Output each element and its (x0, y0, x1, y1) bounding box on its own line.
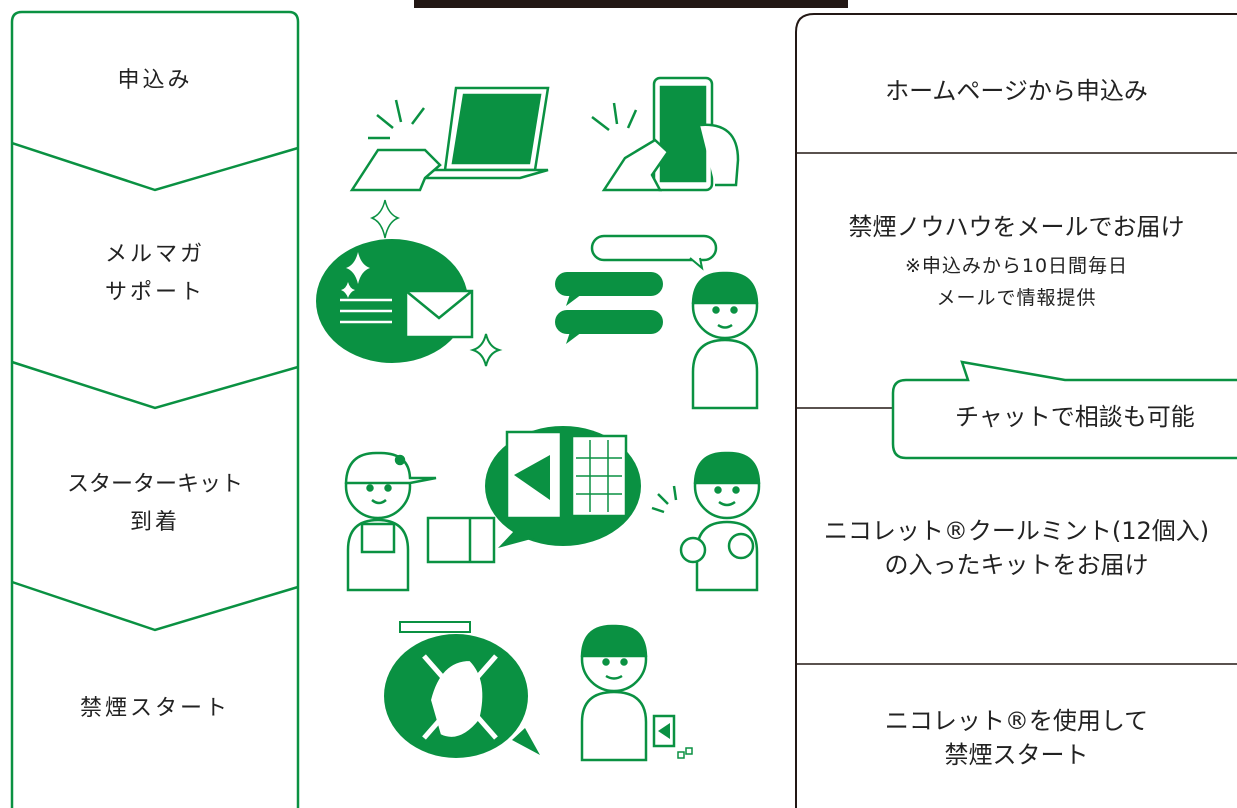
step-flow-outline (10, 10, 300, 808)
step-kit-arrival-label-2: 到着 (129, 510, 180, 535)
step-divider-1 (11, 141, 299, 192)
detail-start-line-2: 禁煙スタート (944, 741, 1089, 769)
laptop-icon (349, 86, 550, 192)
package-icon (426, 516, 496, 564)
detail-apply: ホームページから申込み (796, 74, 1237, 108)
detail-kit-line-2: の入ったキットをお届け (884, 551, 1149, 579)
top-header-bar (414, 0, 848, 8)
step-kit-arrival-label-1: スターターキット (66, 472, 243, 497)
person-icon (691, 271, 759, 410)
detail-kit-line-1: ニコレット®クールミント(12個入) (823, 517, 1210, 545)
detail-start-line-1: ニコレット®を使用して (884, 707, 1149, 735)
step-apply: 申込み (12, 62, 298, 100)
no-smoking-icon (384, 621, 540, 758)
step-mail-support: メルマガ サポート (12, 236, 298, 312)
gum-kit-icon (485, 426, 641, 548)
chat-speech-bubble (891, 360, 1237, 460)
step-mail-support-label-2: サポート (104, 280, 205, 305)
detail-kit: ニコレット®クールミント(12個入) の入ったキットをお届け (796, 514, 1237, 582)
detail-apply-text: ホームページから申込み (885, 77, 1148, 105)
detail-mail-sub-1: ※申込みから10日間毎日 (904, 255, 1129, 277)
step-kit-arrival: スターターキット 到着 (12, 466, 298, 542)
chat-consult-text: チャットで相談も可能 (955, 403, 1195, 431)
detail-mail: 禁煙ノウハウをメールでお届け ※申込みから10日間毎日 メールで情報提供 (796, 210, 1237, 314)
person-with-gum-icon (580, 624, 693, 762)
step-quit-start: 禁煙スタート (12, 690, 298, 728)
smartphone-icon (591, 76, 740, 192)
step-divider-2 (11, 360, 299, 410)
detail-start: ニコレット®を使用して 禁煙スタート (796, 704, 1237, 772)
delivery-person-icon (344, 451, 437, 592)
sparkle-icon (369, 199, 401, 239)
detail-mail-sub-2: メールで情報提供 (936, 287, 1097, 309)
envelope-icon (316, 239, 503, 367)
step-quit-start-label: 禁煙スタート (79, 696, 230, 721)
person-happy-icon (651, 451, 761, 592)
detail-mail-main: 禁煙ノウハウをメールでお届け (848, 213, 1185, 241)
step-apply-label: 申込み (117, 68, 193, 93)
detail-panel-outline (795, 13, 1237, 808)
chat-bubbles-icon (555, 234, 718, 344)
step-divider-3 (11, 580, 299, 632)
step-mail-support-label-1: メルマガ (104, 242, 205, 267)
